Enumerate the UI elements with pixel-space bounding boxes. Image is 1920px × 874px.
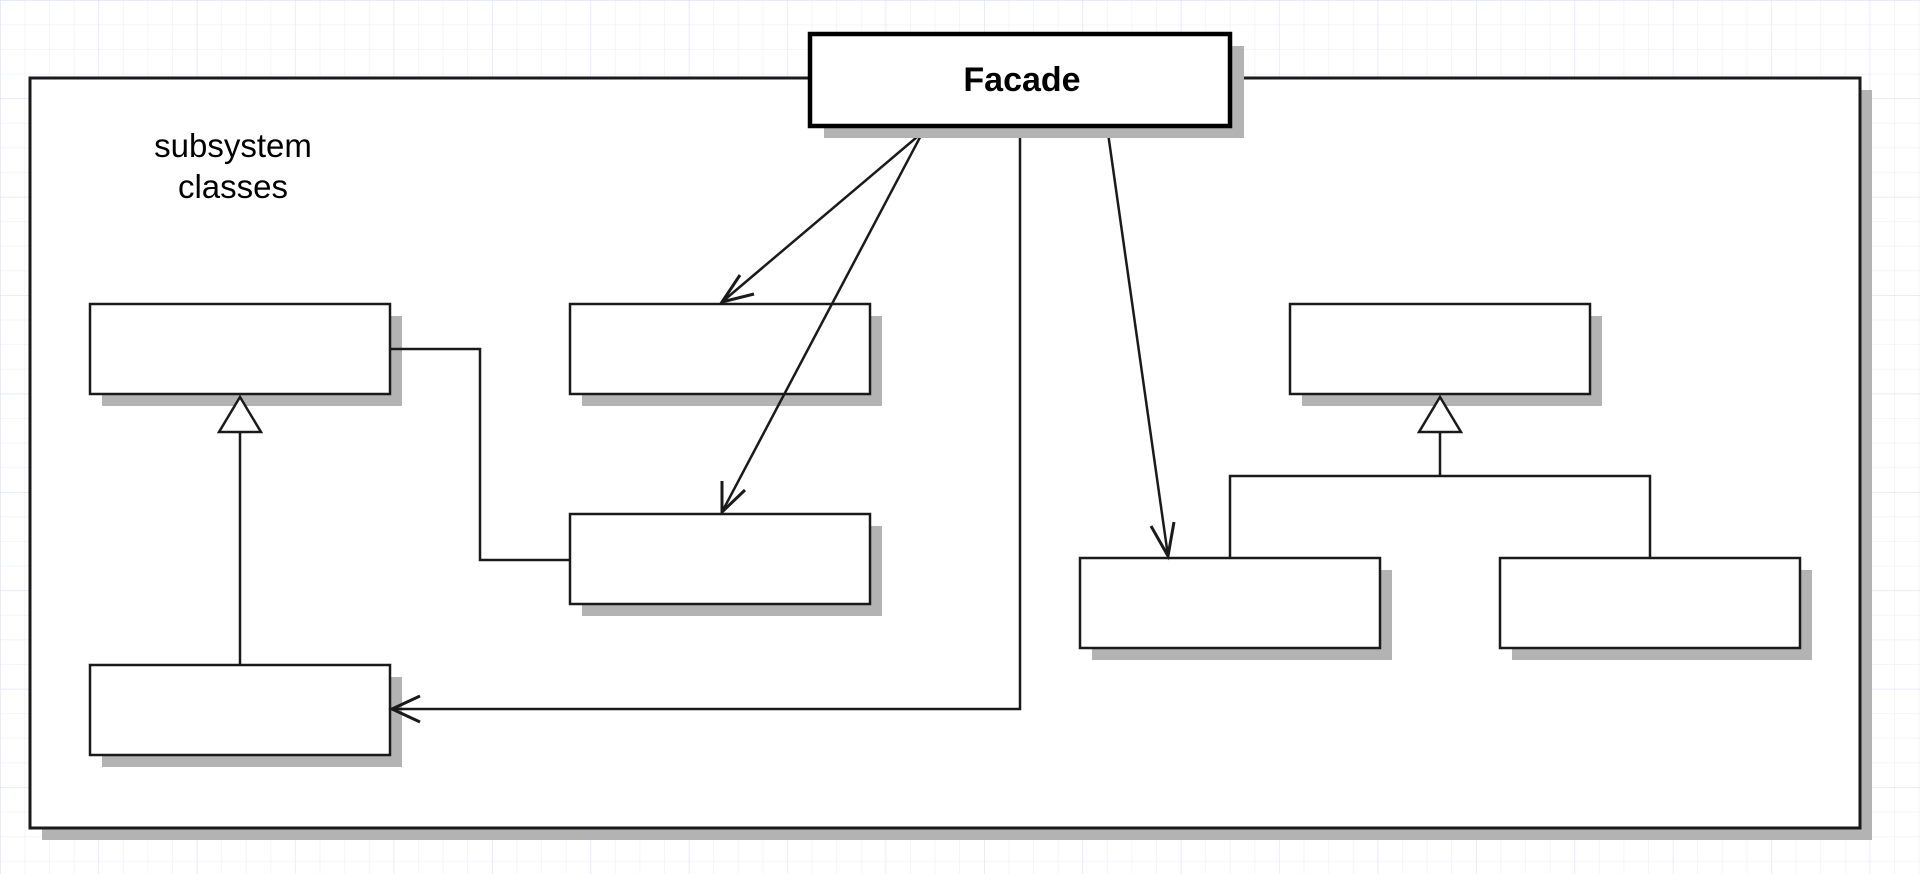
class-box-middle-bottom[interactable]	[568, 512, 882, 616]
arrowheads	[388, 274, 1176, 724]
class-box-right-top[interactable]	[1288, 302, 1602, 406]
subsystem-label-line2: classes	[178, 168, 288, 205]
facade-arrow-to-middle-top	[721, 125, 931, 303]
generalization-triangle-left	[216, 394, 264, 434]
class-box-right-bottom-left[interactable]	[1078, 556, 1392, 660]
association-line-left-middle	[390, 347, 570, 562]
facade-arrow-to-right-bottom	[1105, 125, 1170, 557]
facade-class[interactable]: Facade	[807, 31, 1244, 138]
facade-arrow-to-left-bottom	[392, 126, 1022, 711]
class-box-left-bottom[interactable]	[88, 663, 402, 767]
generalization-triangle-right	[1416, 394, 1464, 434]
class-box-middle-top[interactable]	[568, 302, 882, 406]
subsystem-label-line1: subsystem	[154, 127, 312, 164]
facade-label: Facade	[963, 61, 1080, 99]
subsystem-package	[28, 76, 1872, 840]
arrowhead-left-bottom	[388, 694, 421, 724]
arrowhead-right-bottom	[1149, 521, 1176, 561]
arrowhead-middle-bottom	[720, 481, 747, 516]
arrowhead-middle-top	[718, 274, 755, 305]
class-box-left-top[interactable]	[88, 302, 402, 406]
connectors	[238, 125, 1652, 711]
facade-class-box[interactable]	[807, 31, 1233, 129]
generalization-branch-right	[1228, 474, 1652, 558]
class-box-right-bottom-right[interactable]	[1498, 556, 1812, 660]
facade-arrow-to-middle-bottom	[720, 125, 928, 513]
